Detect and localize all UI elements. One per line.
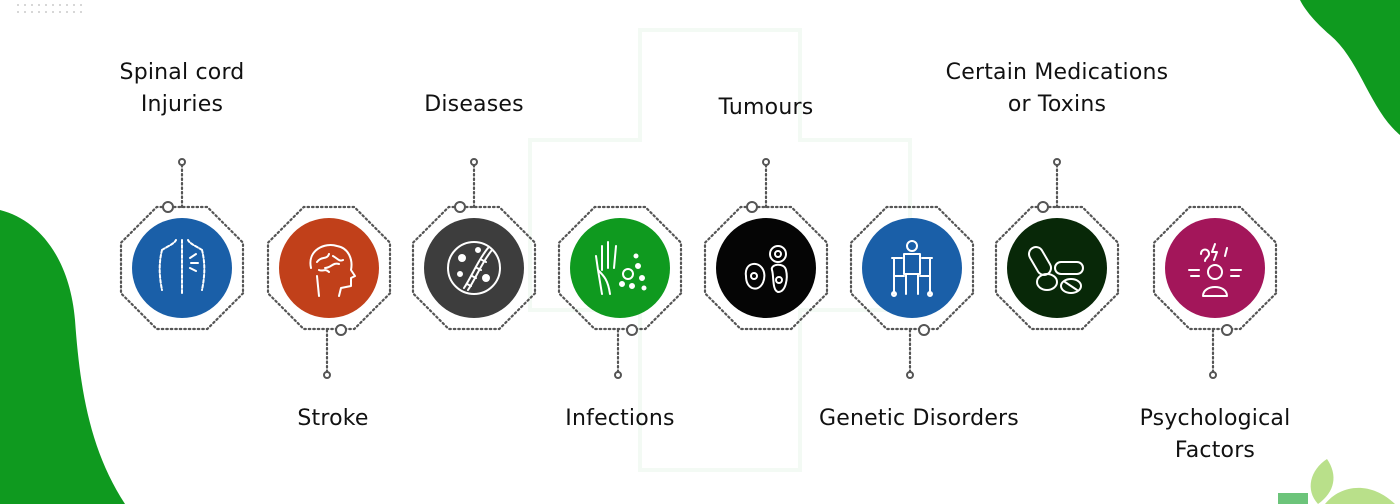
dotted-frame [994,205,1120,331]
connector-end-dot [906,371,914,379]
walker-person-badge [862,218,962,318]
label-line: Diseases [424,92,524,117]
label-line: Psychological [1139,406,1291,431]
dot-grid-pattern [17,4,82,13]
green-square-bottom-right [1278,493,1308,504]
brain-head-icon [309,244,356,297]
dna-germs-icon [447,241,501,295]
cause-label: Stroke [297,403,368,435]
tumour-cells-badge [716,218,816,318]
leaf-icon [1325,487,1395,504]
green-blob-top-right [1300,0,1400,135]
hand-virus-icon [595,241,647,295]
connector-ring [1037,201,1049,213]
connector-ring [1221,324,1233,336]
connector-ring [162,201,174,213]
hand-virus-badge [570,218,670,318]
connector-end-dot [762,158,770,166]
connector-ring [918,324,930,336]
connector-end-dot [323,371,331,379]
label-line: Factors [1174,438,1256,463]
label-line: Injuries [140,92,224,117]
connector-ring [626,324,638,336]
connector-end-dot [178,158,186,166]
connector-end-dot [1053,158,1061,166]
label-line: Spinal cord [119,60,245,85]
cause-label: Certain Medications or Toxins [946,57,1169,121]
dotted-frame [703,205,829,331]
stressed-person-badge [1165,218,1265,318]
label-line: or Toxins [1007,92,1107,117]
pills-icon [1028,246,1084,294]
green-blob-bottom-left [0,210,125,504]
brain-head-badge [279,218,379,318]
connector-ring [746,201,758,213]
cause-label: Diseases [424,89,524,121]
label-line: Genetic Disorders [819,406,1019,431]
connector-ring [335,324,347,336]
leaf-icon [1310,459,1334,504]
dotted-frame [411,205,537,331]
connector-end-dot [614,371,622,379]
walker-person-icon [891,240,933,297]
tumour-cells-icon [744,245,788,293]
label-line: Infections [565,406,675,431]
stressed-person-icon [1188,243,1242,297]
connector-end-dot [1209,371,1217,379]
cause-label: Infections [565,403,674,435]
cause-label: Genetic Disorders [819,403,1019,435]
label-line: Tumours [718,95,814,120]
pills-badge [1007,218,1107,318]
connector-end-dot [470,158,478,166]
spine-back-badge [132,218,232,318]
label-line: Stroke [297,406,369,431]
connector-ring [454,201,466,213]
dna-germs-badge [424,218,524,318]
cause-label: Tumours [719,92,814,124]
label-line: Certain Medications [945,60,1169,85]
spine-back-icon [158,239,206,295]
watermark-cross [528,28,912,472]
dotted-frame [119,205,245,331]
